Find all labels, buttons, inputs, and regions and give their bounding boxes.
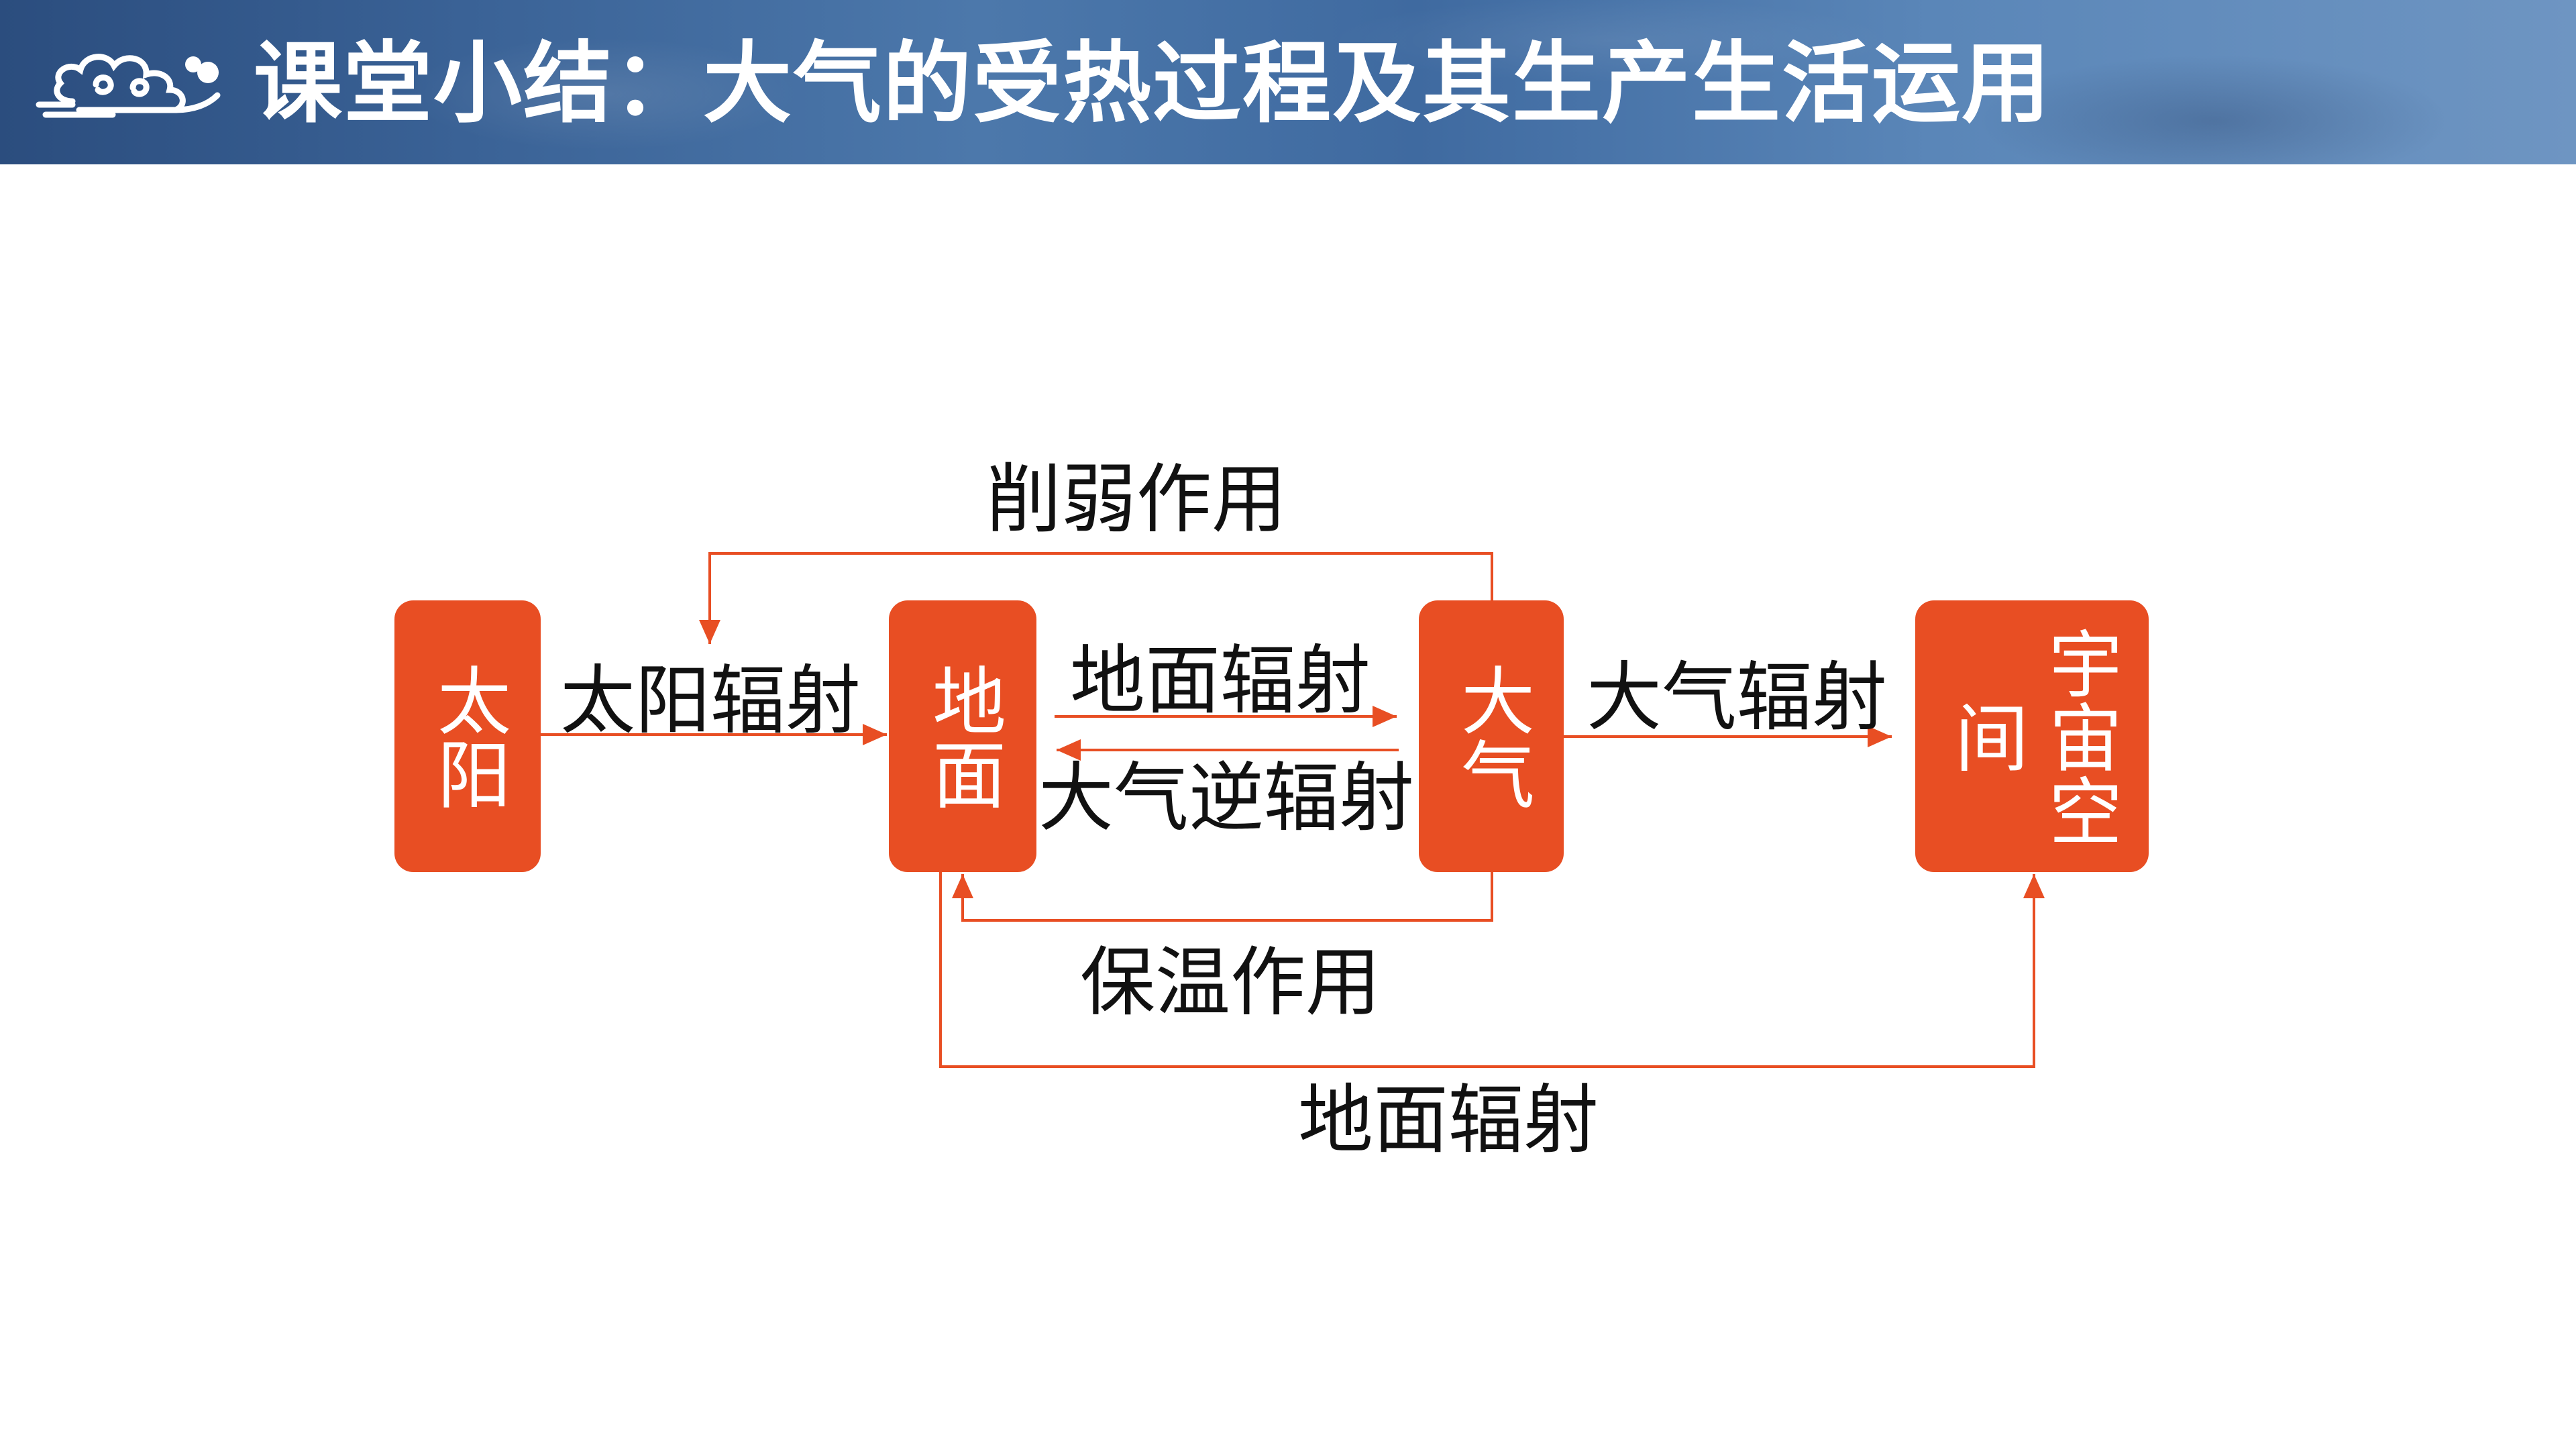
node-ground: 地面	[889, 600, 1036, 872]
edge-label-atmospheric-radiation: 大气辐射	[1587, 654, 1887, 741]
node-space: 宇宙空间	[1915, 600, 2149, 872]
node-atmosphere-label: 大气	[1448, 662, 1534, 810]
header-bar: 课堂小结：大气的受热过程及其生产生活运用	[0, 0, 2576, 164]
ground-to-space-arrow	[939, 872, 2045, 1068]
insulation-arrow	[952, 872, 1493, 922]
page-title: 课堂小结：大气的受热过程及其生产生活运用	[254, 32, 2051, 136]
edge-label-ground-to-space: 地面辐射	[1298, 1077, 1599, 1164]
node-sun: 太阳	[394, 600, 541, 872]
auspicious-cloud-icon	[36, 54, 221, 118]
edge-label-counter-radiation: 大气逆辐射	[1038, 755, 1414, 842]
edge-label-weakening: 削弱作用	[986, 456, 1287, 543]
node-ground-label: 地面	[920, 662, 1006, 810]
weakening-arrow	[699, 552, 1493, 644]
edge-label-insulation: 保温作用	[1080, 939, 1381, 1026]
node-atmosphere: 大气	[1419, 600, 1564, 872]
node-space-label: 宇宙空间	[1942, 625, 2122, 847]
edge-label-ground-radiation: 地面辐射	[1070, 637, 1371, 724]
node-sun-label: 太阳	[425, 662, 511, 810]
edge-label-solar-radiation: 太阳辐射	[560, 657, 861, 745]
